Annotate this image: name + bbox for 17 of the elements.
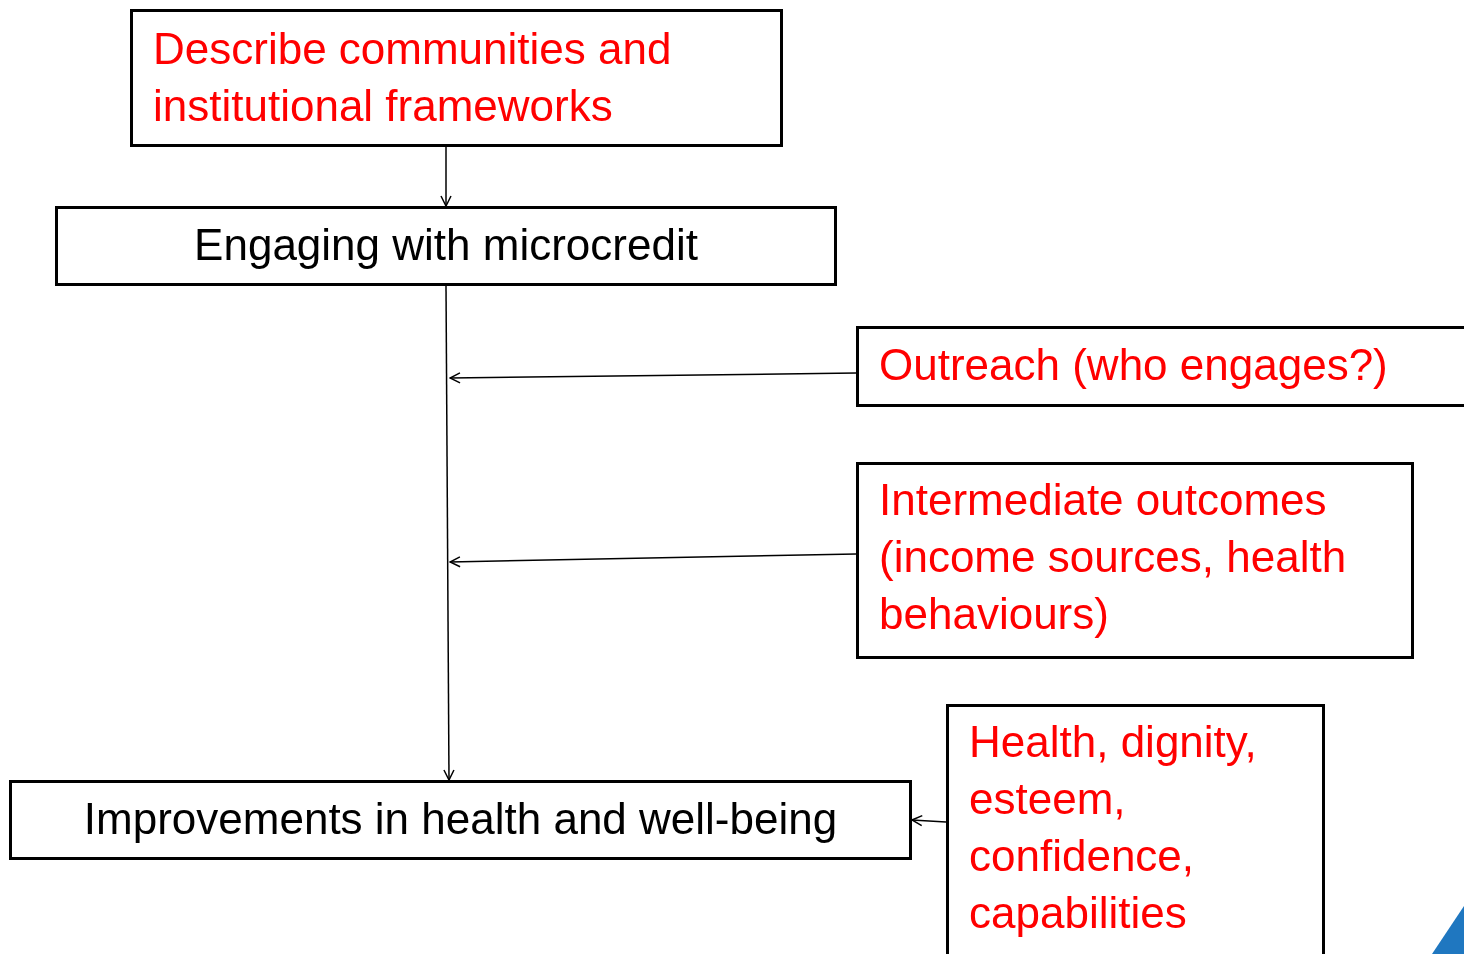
box-label: Outreach (who engages?)	[879, 339, 1389, 391]
text-box	[856, 326, 1464, 407]
box-label: Improvements in health and well-being	[82, 793, 839, 845]
box-label: Describe communities and institutional frameworks	[153, 23, 673, 132]
text-box	[856, 462, 1414, 659]
text-box	[9, 780, 912, 860]
arrow	[449, 553, 857, 568]
text-box	[55, 206, 837, 286]
box-label: Engaging with microcredit	[193, 219, 699, 271]
box-label: Intermediate outcomes (income sources, health behaviours)	[879, 474, 1348, 640]
text-box	[130, 9, 783, 147]
text-box	[946, 704, 1325, 954]
arrow	[911, 814, 947, 827]
arrow	[449, 372, 857, 384]
box-label: Health, dignity, esteem, confidence, capabilities	[969, 716, 1258, 939]
arrow	[440, 146, 452, 207]
arrow	[443, 285, 455, 781]
